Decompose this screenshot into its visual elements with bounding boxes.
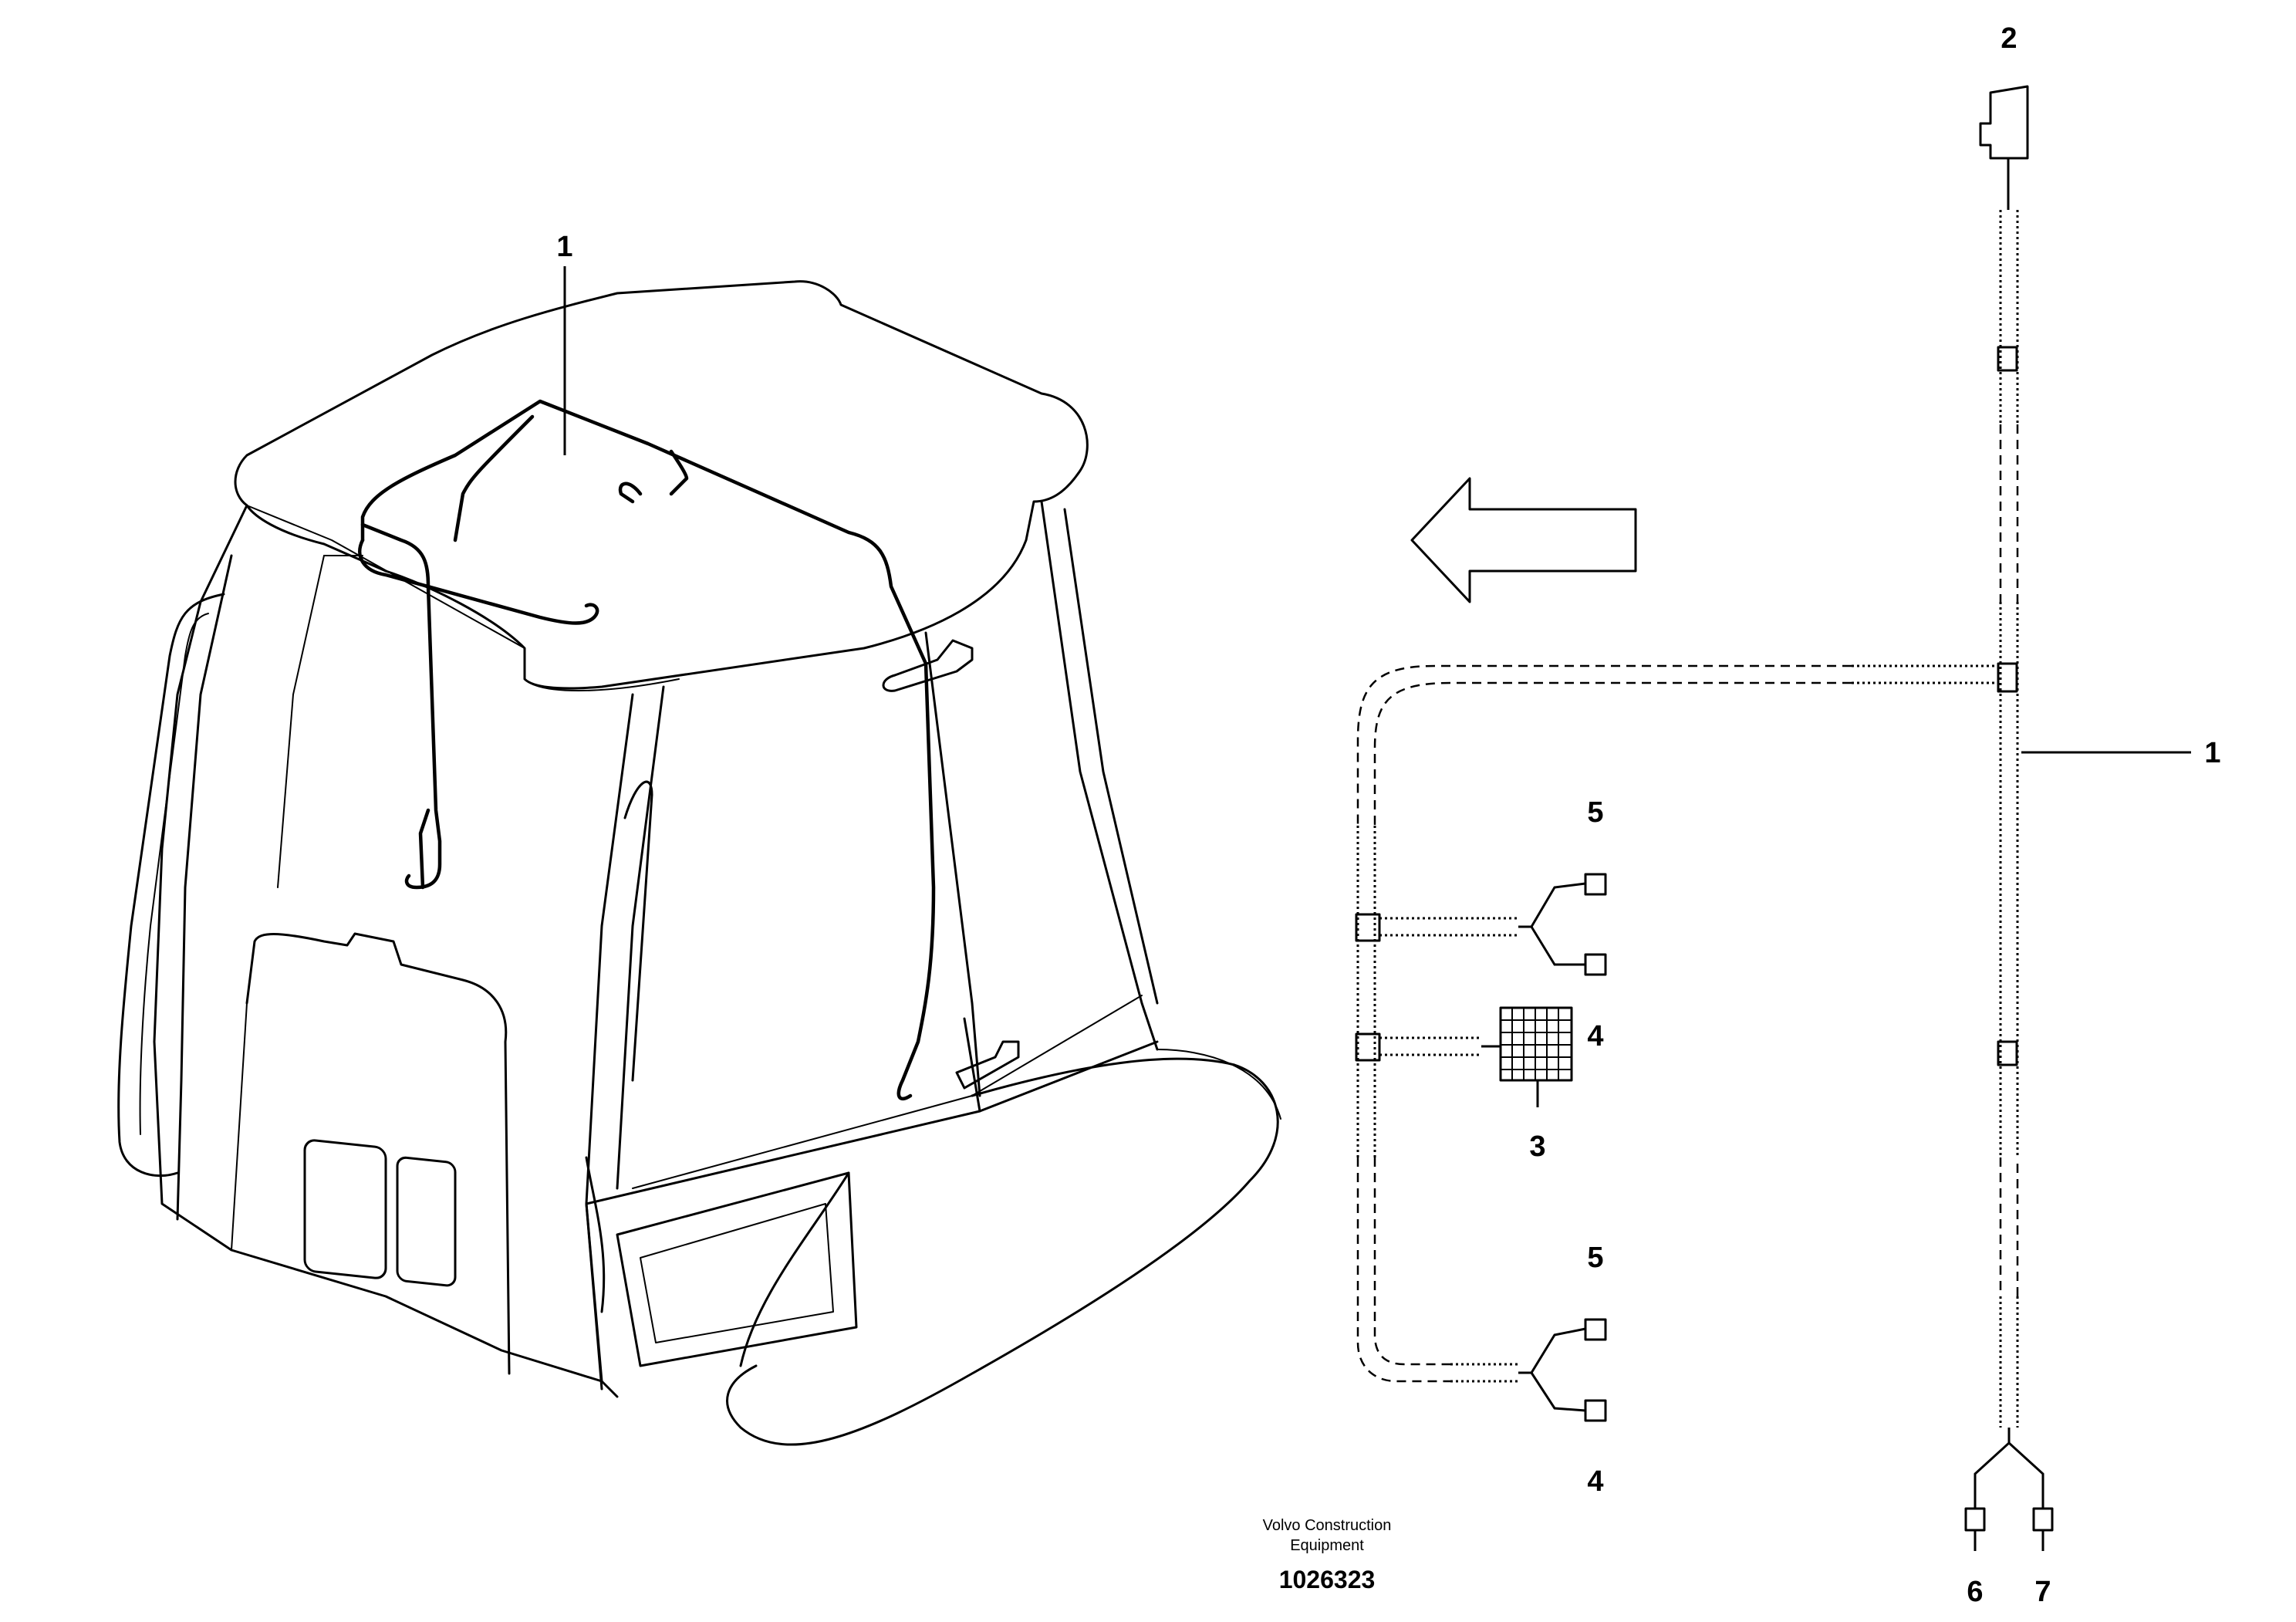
callout-7: 7: [2034, 1576, 2051, 1608]
connector-7: [2032, 1507, 2054, 1532]
callout-4-lower: 4: [1587, 1465, 1603, 1498]
connector-4-upper: [1584, 953, 1607, 976]
cab-illustration: [117, 280, 1281, 1446]
connector-2: [1979, 85, 2029, 160]
callout-5-upper: 5: [1587, 796, 1603, 829]
company-name-line2: Equipment: [1290, 1537, 1364, 1554]
callout-1-main: 1: [2204, 737, 2220, 769]
connector-6: [1964, 1507, 1986, 1532]
cab-wiring-harness: [358, 399, 936, 1101]
company-name-line1: Volvo Construction: [1263, 1517, 1392, 1534]
connector-4-lower: [1584, 1399, 1607, 1422]
panel-3: [1499, 1006, 1573, 1082]
connector-5-lower: [1584, 1318, 1607, 1341]
callout-4-upper: 4: [1587, 1020, 1603, 1053]
callout-2: 2: [2001, 22, 2017, 55]
drawing-number: 1026323: [1279, 1566, 1376, 1593]
callout-1-cab: 1: [556, 231, 572, 263]
callout-5-lower: 5: [1587, 1242, 1603, 1274]
callout-3: 3: [1529, 1130, 1545, 1163]
harness-schematic: [1355, 85, 2054, 1551]
callout-6: 6: [1967, 1576, 1983, 1608]
connector-5-upper: [1584, 873, 1607, 896]
arrow-left-icon: [1410, 477, 1637, 603]
